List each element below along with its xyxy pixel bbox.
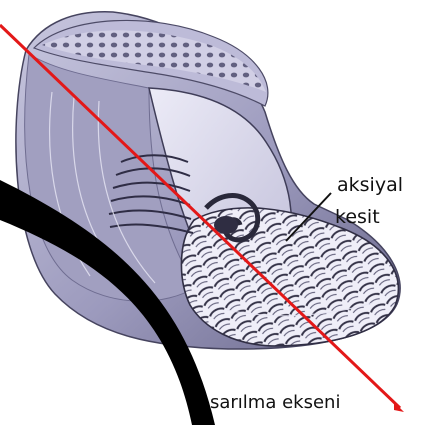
- axial-section-label-line-1: aksiyal: [337, 176, 403, 195]
- winding-axis-label: sarılma ekseni: [210, 394, 340, 412]
- axial-section-label-line-2: kesit: [335, 208, 380, 227]
- winding-axis-arrow: [394, 402, 404, 412]
